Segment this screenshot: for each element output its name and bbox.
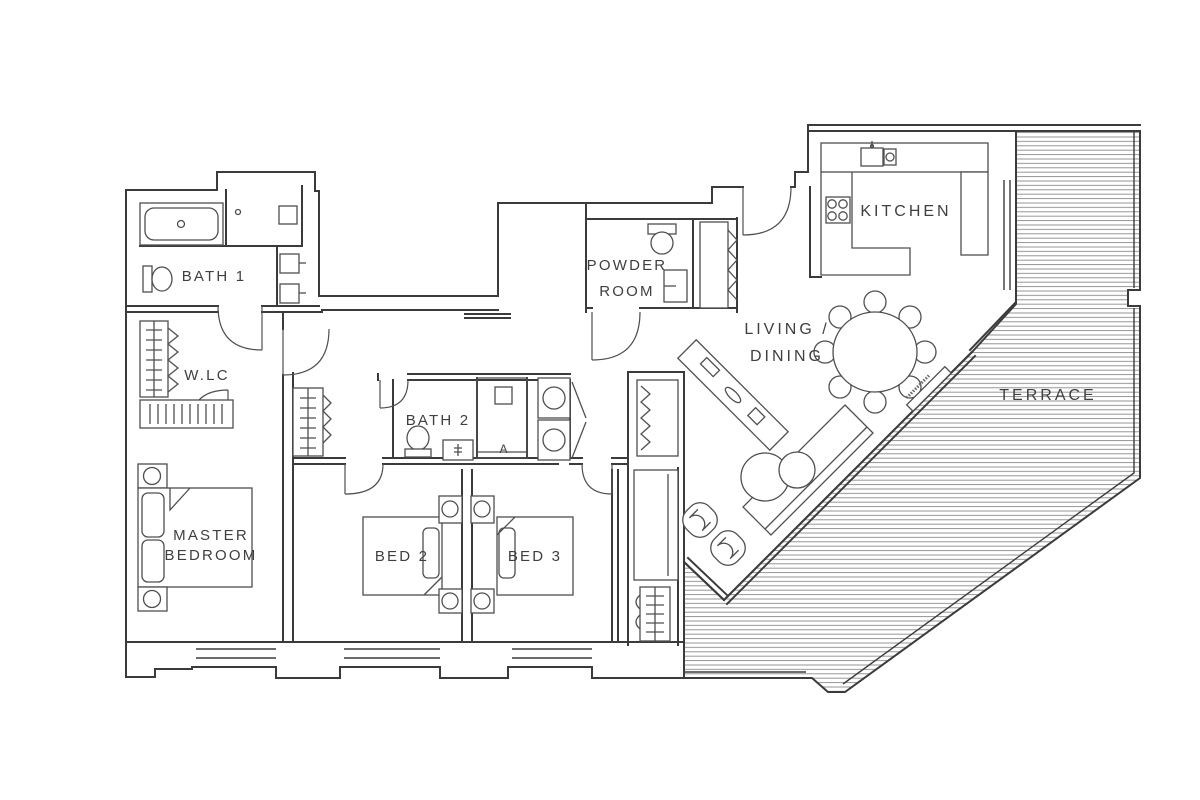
pillow-icon — [498, 527, 516, 579]
coffee-table-icon — [778, 451, 816, 489]
sink-icon — [279, 283, 300, 304]
kitchen-counter — [960, 171, 989, 256]
room-master-bedroom: MASTER BEDROOM — [137, 463, 258, 612]
bed3-door-icon — [581, 463, 613, 495]
blanket-fold-icon — [496, 516, 516, 536]
outer-walls — [125, 124, 1141, 679]
bed2-door-icon — [344, 463, 384, 495]
lamp-icon — [142, 589, 162, 609]
blanket-fold-icon — [169, 487, 191, 512]
shower-head-icon — [234, 208, 242, 216]
pillow-icon — [141, 539, 165, 583]
entry-door-icon — [742, 186, 792, 236]
inner-walls — [125, 130, 1017, 659]
room-label-terrace: TERRACE — [999, 387, 1096, 404]
room-label-kitchen: KITCHEN — [860, 203, 951, 220]
sliding-door-icon — [905, 365, 953, 413]
dining-chair-icon — [863, 290, 887, 314]
room-label-powder-2: ROOM — [599, 283, 654, 300]
hangers-icon — [640, 385, 651, 451]
room-label-bath-1: BATH 1 — [182, 268, 247, 285]
sink-icon — [279, 253, 300, 274]
room-label-living-2: DINING — [750, 348, 824, 365]
bathtub-icon — [139, 202, 224, 246]
terrace-inner-edge — [684, 131, 1135, 685]
room-bath-1: BATH 1 — [139, 202, 306, 304]
lamp-icon — [441, 592, 459, 610]
room-label-living-1: LIVING / — [744, 321, 829, 338]
shower-icon — [476, 377, 528, 459]
dining-chair-icon — [828, 375, 852, 399]
room-bath-2: BATH 2 A — [404, 377, 587, 461]
doors — [189, 186, 792, 495]
bed-icon — [496, 516, 574, 596]
dining-chair-icon — [863, 390, 887, 414]
bath2-door-icon — [379, 379, 409, 409]
toilet-icon — [406, 425, 430, 451]
toilet-icon — [142, 265, 153, 293]
wardrobe-column — [633, 379, 679, 642]
pillow-icon — [141, 492, 165, 538]
room-label-master-1: MASTER — [173, 527, 249, 544]
hangers-icon — [727, 229, 738, 301]
room-label-wlc: W.LC — [184, 367, 229, 384]
dining-chair-icon — [828, 305, 852, 329]
shower-drain-icon — [494, 386, 513, 405]
wardrobe-icon — [633, 469, 679, 581]
terrace-deck — [683, 130, 1141, 693]
blanket-fold-icon — [423, 576, 443, 596]
dining-chair-icon — [898, 305, 922, 329]
room-wlc: W.LC — [139, 320, 234, 429]
hangers-icon — [322, 394, 332, 444]
room-label-powder-1: POWDER — [587, 257, 668, 274]
room-bed-2: BED 2 — [292, 387, 463, 614]
room-label-master-2: BEDROOM — [165, 547, 258, 564]
shoe-rack-icon — [139, 399, 234, 429]
pillow-icon — [422, 527, 440, 579]
shower-annotation: A — [499, 442, 508, 456]
tub-drain-icon — [176, 219, 186, 229]
sideboard-icon — [676, 338, 790, 452]
dining-table-icon — [832, 311, 918, 393]
hangers-icon — [166, 327, 180, 393]
lamp-icon — [142, 466, 162, 486]
kitchen-counter — [820, 142, 989, 173]
room-label-bed-2: BED 2 — [375, 548, 429, 565]
powder-door-icon — [591, 311, 641, 361]
lamp-icon — [473, 592, 491, 610]
armchair-icon — [710, 530, 746, 566]
bath1-door-icon — [217, 305, 263, 351]
hall-closet-icon — [699, 221, 729, 309]
kitchen-counter — [820, 172, 911, 276]
shower-seat-icon — [278, 205, 298, 225]
bed-icon — [362, 516, 443, 596]
room-bed-3: BED 3 — [470, 495, 574, 614]
lamp-icon — [473, 500, 491, 518]
room-kitchen: KITCHEN — [820, 141, 989, 276]
room-powder: POWDER ROOM — [587, 221, 738, 309]
lamp-icon — [441, 500, 459, 518]
kitchen-sink-icon — [860, 147, 884, 167]
wardrobe-icon — [636, 379, 679, 457]
room-label-bath-2: BATH 2 — [406, 412, 471, 429]
armchair-icon — [682, 502, 718, 538]
master-door-icon — [282, 328, 330, 376]
dining-chair-icon — [898, 375, 922, 399]
room-label-bed-3: BED 3 — [508, 548, 562, 565]
room-living-dining: LIVING / DINING — [633, 290, 953, 642]
